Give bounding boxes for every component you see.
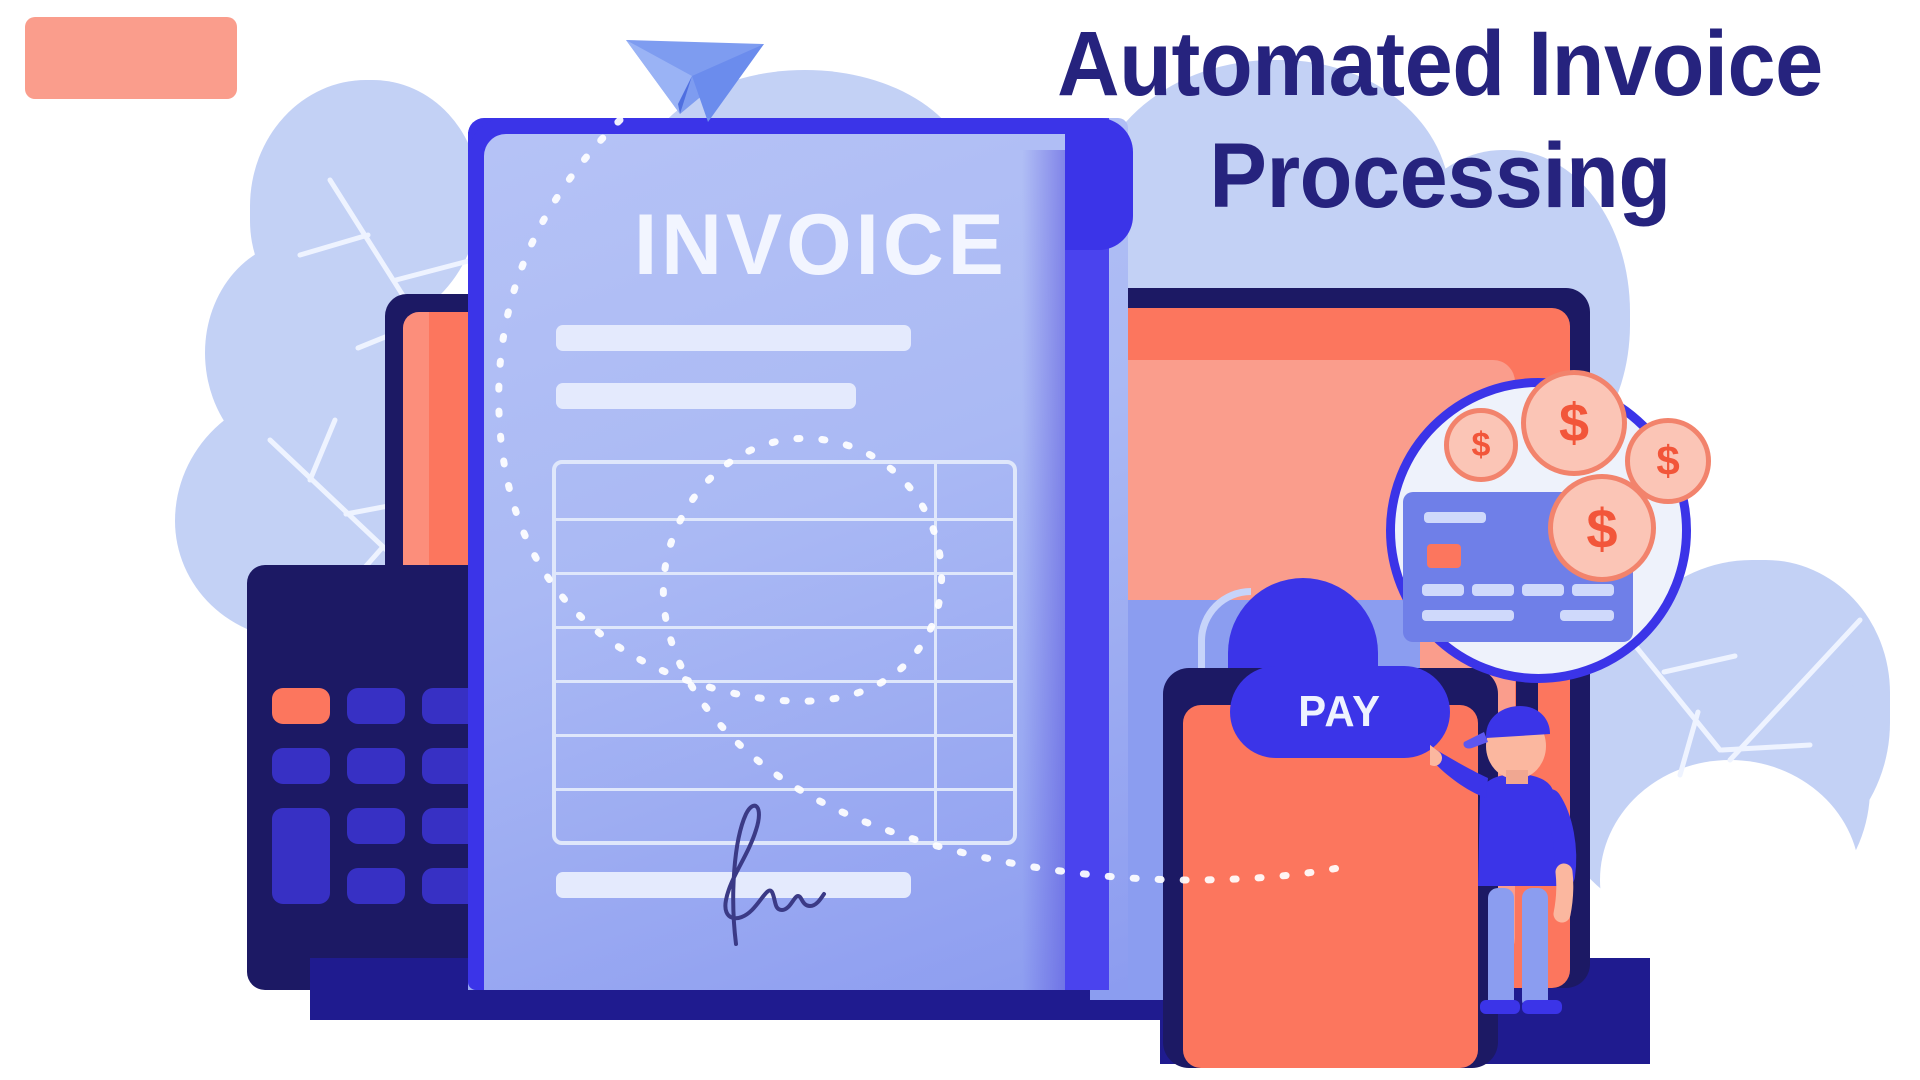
credit-card-number-block xyxy=(1522,584,1564,596)
credit-card-top-line xyxy=(1424,512,1486,523)
calculator-key[interactable] xyxy=(347,808,405,844)
invoice-table-row-divider xyxy=(556,518,1013,521)
credit-card-number-block xyxy=(1572,584,1614,596)
calculator-key[interactable] xyxy=(272,748,330,784)
invoice-table-row-divider xyxy=(556,734,1013,737)
person-figure xyxy=(1430,706,1577,1014)
coin-symbol: $ xyxy=(1586,496,1618,560)
page-title: Automated Invoice Processing xyxy=(1057,13,1823,228)
invoice-table-row-divider xyxy=(556,680,1013,683)
coin-symbol: $ xyxy=(1471,425,1491,464)
calculator-key[interactable] xyxy=(347,868,405,904)
calculator-key[interactable] xyxy=(347,748,405,784)
credit-card-name-line xyxy=(1422,610,1514,621)
calculator-key-tall[interactable] xyxy=(272,808,330,904)
coin-small: $ xyxy=(1444,408,1518,482)
credit-card-date-line xyxy=(1560,610,1614,621)
credit-card-chip-icon xyxy=(1427,544,1461,568)
invoice-left-edge xyxy=(468,132,484,990)
invoice-table-row-divider xyxy=(556,626,1013,629)
invoice-line-items-table xyxy=(552,460,1017,845)
invoice-corner-accent xyxy=(468,118,538,188)
signature-mark xyxy=(723,803,826,946)
pay-button[interactable]: PAY xyxy=(1230,666,1450,758)
invoice-heading: INVOICE xyxy=(633,197,1008,293)
calculator-key[interactable] xyxy=(347,688,405,724)
coin-symbol: $ xyxy=(1558,393,1590,453)
coin-large-center: $ xyxy=(1548,474,1656,582)
invoice-text-line-1 xyxy=(556,325,911,351)
calculator-display xyxy=(25,17,237,99)
invoice-table-row-divider xyxy=(556,572,1013,575)
invoice-text-line-2 xyxy=(556,383,856,409)
credit-card-number-block xyxy=(1422,584,1464,596)
pay-button-label: PAY xyxy=(1298,687,1382,736)
paper-plane-icon xyxy=(626,40,764,122)
credit-card-number-block xyxy=(1472,584,1514,596)
invoice-table-row-divider xyxy=(556,788,1013,791)
calculator-key-accent[interactable] xyxy=(272,688,330,724)
invoice-table-column-divider xyxy=(934,464,937,841)
coin-symbol: $ xyxy=(1656,437,1680,484)
coin-large-top: $ xyxy=(1521,370,1627,476)
invoice-right-shading xyxy=(1022,150,1068,990)
